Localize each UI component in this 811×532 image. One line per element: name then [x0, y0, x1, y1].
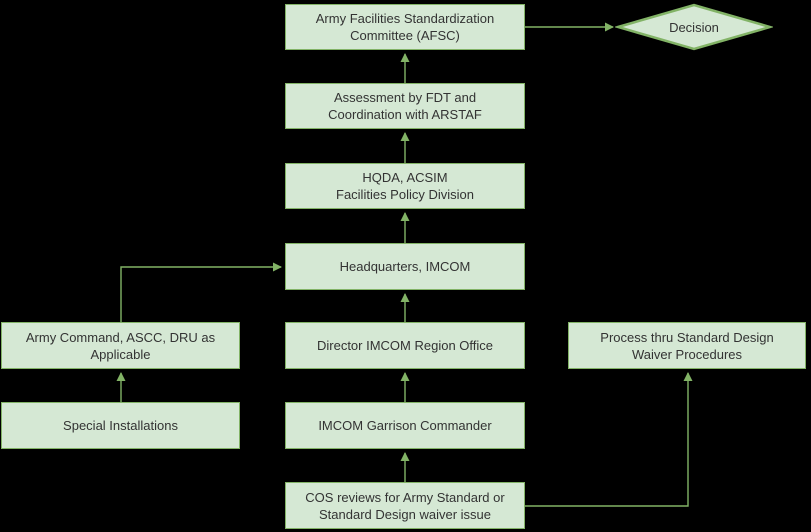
node-label-line: Process thru Standard Design [600, 329, 774, 345]
node-hq-imcom: Headquarters, IMCOM [285, 243, 525, 290]
node-label-line: Director IMCOM Region Office [316, 338, 494, 353]
node-cos-reviews: COS reviews for Army Standard or Standar… [285, 482, 525, 529]
node-label-line: Decision [669, 19, 719, 35]
node-process-waiver: Process thru Standard Design Waiver Proc… [568, 322, 806, 369]
node-label-line: Army Command, ASCC, DRU as [25, 329, 216, 345]
node-label-line: Applicable [90, 346, 151, 362]
node-label-line: Facilities Policy Division [336, 187, 474, 202]
node-label-line: Assessment by FDT and [333, 90, 477, 105]
node-special-installations: Special Installations [1, 402, 240, 449]
node-hqda: HQDA, ACSIM Facilities Policy Division [285, 163, 525, 209]
node-label-line: Headquarters, IMCOM [339, 259, 471, 274]
node-label-line: Standard Design waiver issue [319, 506, 491, 522]
diamond-icon [615, 3, 773, 51]
node-label-line: Army Facilities Standardization [315, 11, 495, 26]
node-afsc: Army Facilities Standardization Committe… [285, 4, 525, 50]
node-label-line: HQDA, ACSIM [362, 170, 448, 185]
node-label-line: Special Installations [63, 418, 178, 433]
node-label-line: COS reviews for Army Standard or [305, 489, 505, 505]
node-director-region: Director IMCOM Region Office [285, 322, 525, 369]
node-label-line: Coordination with ARSTAF [328, 107, 482, 122]
node-label-line: Waiver Procedures [631, 346, 743, 362]
node-label-line: IMCOM Garrison Commander [318, 418, 492, 433]
edge-army-command-to-hq-imcom [120, 262, 282, 322]
node-army-command: Army Command, ASCC, DRU as Applicable [1, 322, 240, 369]
node-assessment: Assessment by FDT and Coordination with … [285, 83, 525, 129]
node-label-line: Committee (AFSC) [350, 28, 460, 43]
node-decision: Decision [615, 3, 773, 51]
edge-cos-to-process-waiver [525, 372, 693, 507]
node-garrison-commander: IMCOM Garrison Commander [285, 402, 525, 449]
